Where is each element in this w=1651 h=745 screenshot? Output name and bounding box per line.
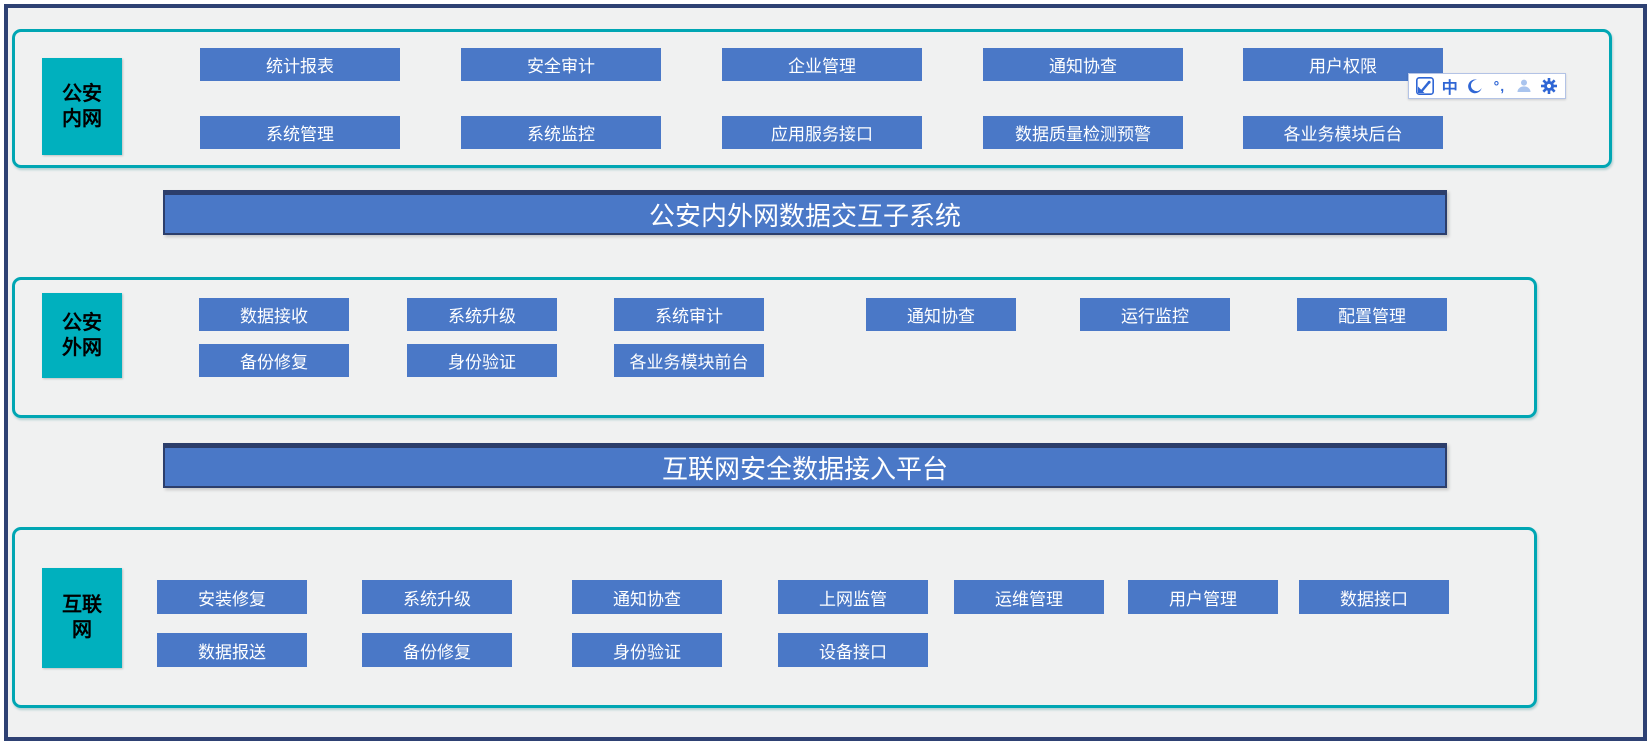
module-box: 应用服务接口 xyxy=(722,116,922,149)
module-box: 企业管理 xyxy=(722,48,922,81)
zone-label-line: 公安 xyxy=(62,82,102,105)
module-box: 各业务模块前台 xyxy=(614,344,764,377)
zone-label-line: 公安 xyxy=(62,311,102,334)
internet-access-platform-bar: 互联网安全数据接入平台 xyxy=(163,443,1447,488)
module-box: 通知协查 xyxy=(983,48,1183,81)
module-box: 身份验证 xyxy=(572,633,722,667)
module-box: 系统升级 xyxy=(407,298,557,331)
module-box: 配置管理 xyxy=(1297,298,1447,331)
module-box: 系统审计 xyxy=(614,298,764,331)
module-box: 数据接收 xyxy=(199,298,349,331)
module-box: 通知协查 xyxy=(866,298,1016,331)
module-box: 身份验证 xyxy=(407,344,557,377)
module-box: 设备接口 xyxy=(778,633,928,667)
module-box: 数据报送 xyxy=(157,633,307,667)
module-box: 数据接口 xyxy=(1299,580,1449,614)
module-box: 统计报表 xyxy=(200,48,400,81)
module-box: 通知协查 xyxy=(572,580,722,614)
module-box: 系统管理 xyxy=(200,116,400,149)
zone-internet xyxy=(12,527,1537,708)
module-box: 安全审计 xyxy=(461,48,661,81)
module-box: 安装修复 xyxy=(157,580,307,614)
zone-label-line: 内网 xyxy=(62,107,102,130)
half-width-moon-icon[interactable] xyxy=(1466,75,1484,97)
zone-label-line: 互联 xyxy=(62,594,102,616)
module-box: 系统升级 xyxy=(362,580,512,614)
module-box: 备份修复 xyxy=(199,344,349,377)
module-box: 运行监控 xyxy=(1080,298,1230,331)
module-box: 用户管理 xyxy=(1128,580,1278,614)
zone-label-police-intranet: 公安 内网 xyxy=(42,58,122,155)
module-box: 备份修复 xyxy=(362,633,512,667)
zone-police-extranet xyxy=(12,277,1537,418)
punctuation-mode-icon[interactable]: °, xyxy=(1493,78,1506,94)
user-icon[interactable] xyxy=(1515,75,1533,97)
zone-label-police-extranet: 公安 外网 xyxy=(42,293,122,378)
settings-gear-icon[interactable] xyxy=(1540,75,1558,97)
sogou-logo-icon[interactable] xyxy=(1416,75,1434,97)
zone-label-internet: 互联 网 xyxy=(42,568,122,668)
module-box: 上网监管 xyxy=(778,580,928,614)
zone-label-line: 外网 xyxy=(62,336,102,359)
exchange-subsystem-bar: 公安内外网数据交互子系统 xyxy=(163,190,1447,235)
module-box: 各业务模块后台 xyxy=(1243,116,1443,149)
ime-toolbar: 中 °, xyxy=(1408,73,1566,99)
module-box: 系统监控 xyxy=(461,116,661,149)
zone-label-line: 网 xyxy=(72,619,92,641)
module-box: 数据质量检测预警 xyxy=(983,116,1183,149)
chinese-mode-icon[interactable]: 中 xyxy=(1441,80,1458,97)
zone-police-intranet xyxy=(12,29,1612,168)
module-box: 运维管理 xyxy=(954,580,1104,614)
